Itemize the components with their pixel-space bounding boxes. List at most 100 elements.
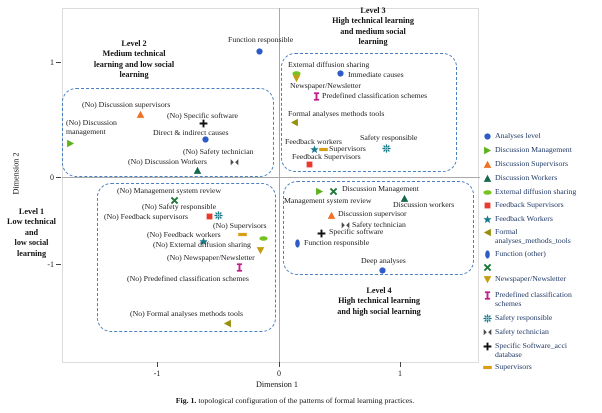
y-tick-label: 1 xyxy=(50,57,54,67)
scatter-point-label: Discussion Management xyxy=(342,184,419,193)
plot-border xyxy=(62,8,479,363)
tri-up-marker-icon xyxy=(193,166,202,175)
bar-marker-icon xyxy=(237,230,247,239)
tri-down-marker-icon xyxy=(256,246,265,255)
scatter-point-label: (No) External diffusion sharing xyxy=(153,240,251,249)
y-tick xyxy=(56,177,61,178)
legend-item-label: Discussion Workers xyxy=(495,173,558,182)
scatter-point-label: Supervisors xyxy=(329,144,366,153)
legend-item-label: Safety technician xyxy=(495,327,549,336)
x-tick-label: -1 xyxy=(153,369,161,378)
x-axis-title: Dimension 1 xyxy=(255,380,299,389)
legend-item-label: Function (other) xyxy=(495,249,546,258)
circle-marker-icon xyxy=(378,266,387,275)
cluster-box-level3 xyxy=(281,53,457,172)
figure-caption: Fig. 1. topological configuration of the… xyxy=(6,396,584,405)
scatter-point-label: (No) Specific software xyxy=(167,111,239,120)
asterisk-marker-icon xyxy=(381,143,391,153)
scatter-point-label: (No) Feedback supervisors xyxy=(104,212,189,221)
square-marker-icon xyxy=(205,212,214,221)
quadrant-title-level2: Level 2 Medium technical learning and lo… xyxy=(93,39,175,80)
bowtie-marker-icon xyxy=(483,328,492,337)
tri-right-marker-icon xyxy=(315,187,324,196)
scatter-point-label: (No) Predefined classification schemes xyxy=(127,274,249,283)
scatter-point-label: Discussion workers xyxy=(393,200,455,209)
cluster-box-level2 xyxy=(62,88,274,177)
legend-item-label: Newspaper/Newsletter xyxy=(495,274,567,283)
legend-item-label: Specific Software_acci database xyxy=(495,341,568,359)
scatter-point-label: Discussion supervisor xyxy=(338,209,407,218)
ibeam-marker-icon xyxy=(483,290,492,300)
legend-item-label: Analyses level xyxy=(495,131,541,140)
legend-item-label: Feedback Supervisors xyxy=(495,200,564,209)
scatter-point-label: (No) Safety technician xyxy=(183,147,254,156)
cluster-box-level4 xyxy=(283,181,474,275)
legend-item-label: External diffusion sharing xyxy=(495,187,577,196)
y-tick-label: -1 xyxy=(47,259,54,269)
scatter-point-label: (No) Safety responsible xyxy=(142,202,217,211)
tri-left-marker-icon xyxy=(483,228,492,237)
tri-up-marker-icon xyxy=(483,160,492,169)
square-marker-icon xyxy=(483,201,492,210)
circle-marker-icon xyxy=(201,135,210,144)
ellipse-h-marker-icon xyxy=(482,188,492,197)
scatter-point-label: Function responsible xyxy=(228,35,294,44)
square-marker-icon xyxy=(305,160,314,169)
ellipse-v-marker-icon xyxy=(483,249,492,259)
y-axis-title: Dimension 2 xyxy=(11,152,21,195)
cluster-box-level1 xyxy=(97,183,276,332)
y-tick xyxy=(56,62,61,63)
y-tick xyxy=(56,264,61,265)
scatter-point-label: (No) Management system review xyxy=(117,186,222,195)
scatter-point-label: (No) Discussion supervisors xyxy=(82,100,171,109)
bowtie-marker-icon xyxy=(230,158,239,167)
ibeam-marker-icon xyxy=(235,262,244,272)
xmark-marker-icon xyxy=(483,263,492,272)
scatter-point-label: (No) Discussion management xyxy=(66,118,117,137)
scatter-point-label: Direct & indirect causes xyxy=(153,128,229,137)
scatter-point-label: Specific software xyxy=(329,227,384,236)
asterisk-marker-icon xyxy=(482,313,492,323)
plus-marker-icon xyxy=(317,229,326,238)
scatter-point-label: Safety responsible xyxy=(360,133,418,142)
xmark-marker-icon xyxy=(329,187,338,196)
tri-up-marker-icon xyxy=(483,174,492,183)
x-axis-zero-line xyxy=(62,177,480,178)
y-tick-label: 0 xyxy=(50,172,54,182)
ellipse-h-marker-icon xyxy=(291,69,301,78)
figure-caption-number: Fig. 1. xyxy=(175,396,197,405)
legend-item-label: Formal analyses_methods_tools xyxy=(495,227,571,245)
circle-marker-icon xyxy=(336,69,345,78)
circle-marker-icon xyxy=(483,132,492,141)
scatter-point-label: Safety technician xyxy=(352,220,406,229)
scatter-point-label: External diffusion sharing xyxy=(288,60,370,69)
legend-item-label: Supervisors xyxy=(495,362,532,371)
legend-item-label: Feedback Workers xyxy=(495,214,553,223)
x-tick xyxy=(279,362,280,367)
plus-marker-icon xyxy=(483,342,492,351)
star-marker-icon xyxy=(482,214,492,224)
bar-marker-icon xyxy=(318,145,328,154)
tri-down-marker-icon xyxy=(483,275,492,284)
tri-right-marker-icon xyxy=(66,139,75,148)
quadrant-title-level4: Level 4 High technical learning and high… xyxy=(337,286,421,316)
asterisk-marker-icon xyxy=(213,210,223,220)
scatter-point-label: Newspaper/Newsletter xyxy=(290,81,362,90)
x-tick-label: 1 xyxy=(398,369,402,378)
xmark-marker-icon xyxy=(170,196,179,205)
star-marker-icon xyxy=(309,144,319,154)
scatter-point-label: (No) Feedback workers xyxy=(147,230,221,239)
plus-marker-icon xyxy=(199,119,208,128)
tri-left-marker-icon xyxy=(223,319,232,328)
ibeam-marker-icon xyxy=(312,91,321,101)
scatter-point-label: Formal analyses methods tools xyxy=(288,109,385,118)
x-tick xyxy=(400,362,401,367)
scatter-point-label: Management system review xyxy=(284,196,372,205)
x-tick xyxy=(157,362,158,367)
scatter-point-label: (No) Newspaper/Newsletter xyxy=(167,253,255,262)
legend-item-label: Predefined classification schemes xyxy=(495,290,572,308)
legend-item-label: Safety responsible xyxy=(495,313,553,322)
scatter-point-label: Deep analyses xyxy=(361,256,406,265)
star-marker-icon xyxy=(198,236,208,246)
